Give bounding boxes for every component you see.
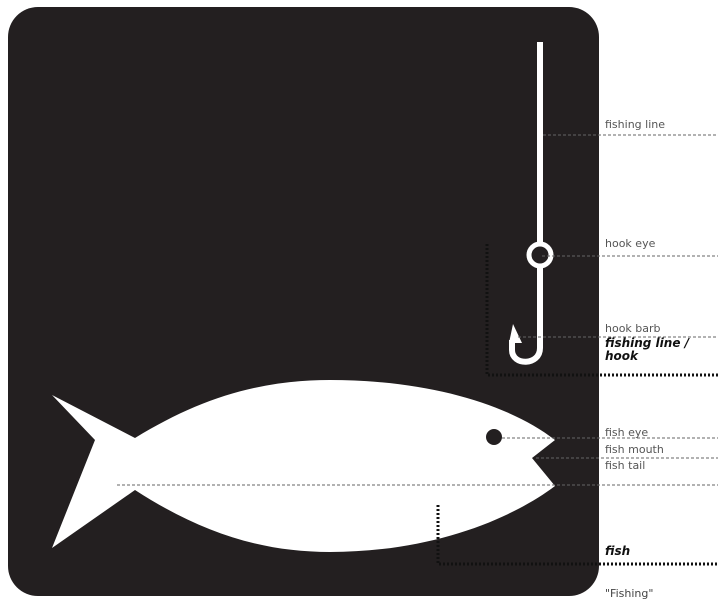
fishing-line-shape [537,42,543,244]
label-hook-barb: hook barb [605,323,661,335]
fish-eye-shape [486,429,502,445]
label-fish-mouth: fish mouth [605,444,664,456]
group-label-fish: fish [605,545,630,558]
label-fishing-line: fishing line [605,119,665,131]
hook-eye-hole [537,252,543,258]
group-label-line2: hook [605,350,689,363]
label-hook-eye: hook eye [605,238,655,250]
label-fish-eye: fish eye [605,427,648,439]
caption: "Fishing" [605,587,653,600]
group-label-fishing-line-hook: fishing line / hook [605,337,689,363]
label-fish-tail: fish tail [605,460,645,472]
